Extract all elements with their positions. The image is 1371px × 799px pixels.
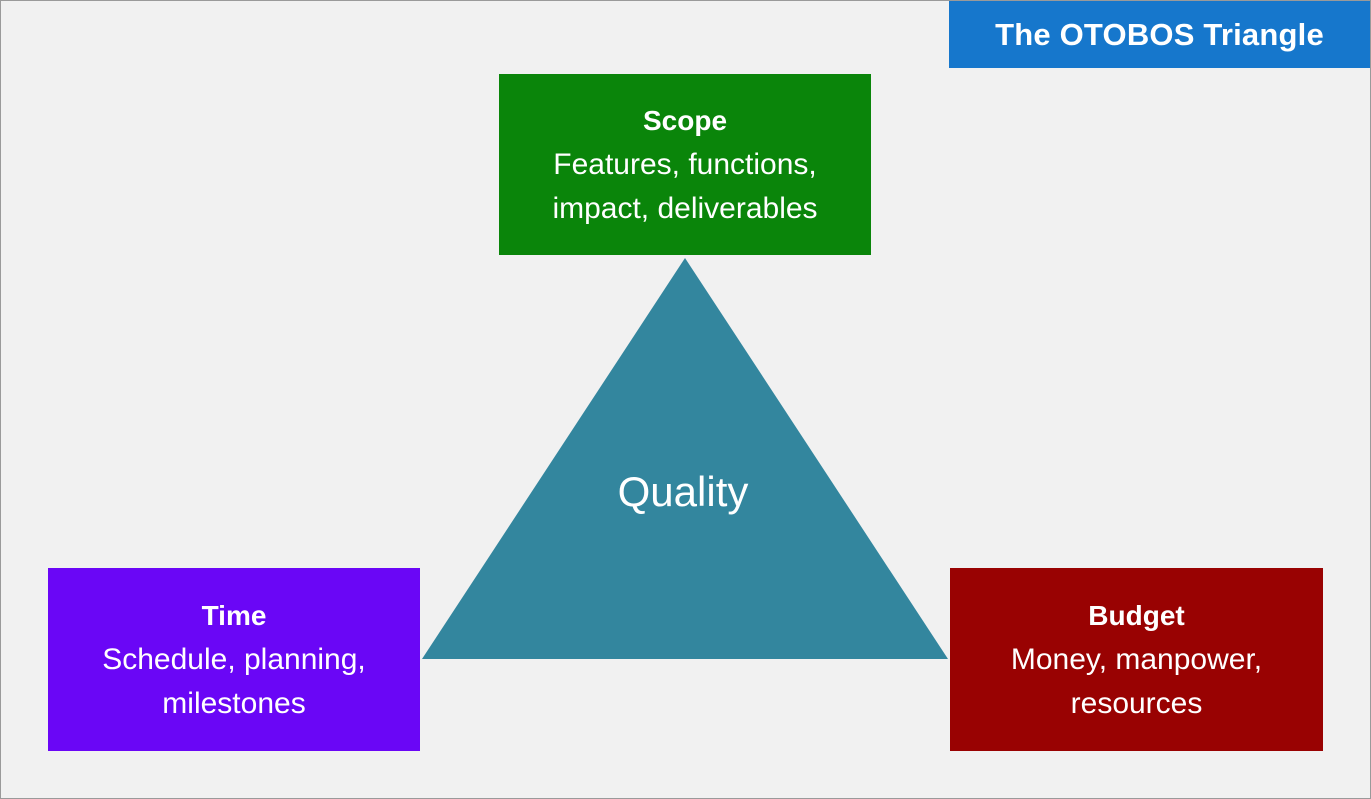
quality-label: Quality	[618, 468, 749, 515]
budget-heading: Budget	[1088, 599, 1185, 631]
quality-triangle	[422, 258, 948, 659]
diagram-title-text: The OTOBOS Triangle	[995, 16, 1324, 52]
budget-line-2: resources	[1070, 686, 1203, 720]
scope-line-2: impact, deliverables	[552, 191, 818, 225]
diagram-title: The OTOBOS Triangle	[949, 1, 1370, 68]
scope-line-1: Features, functions,	[553, 147, 817, 181]
time-line-2: milestones	[162, 686, 306, 720]
time-line-1: Schedule, planning,	[102, 642, 366, 676]
scope-box: Scope Features, functions, impact, deliv…	[499, 74, 871, 255]
time-box: Time Schedule, planning, milestones	[48, 568, 420, 751]
budget-box: Budget Money, manpower, resources	[950, 568, 1323, 751]
scope-heading: Scope	[642, 104, 728, 136]
budget-line-1: Money, manpower,	[1010, 642, 1263, 676]
time-heading: Time	[201, 599, 267, 631]
